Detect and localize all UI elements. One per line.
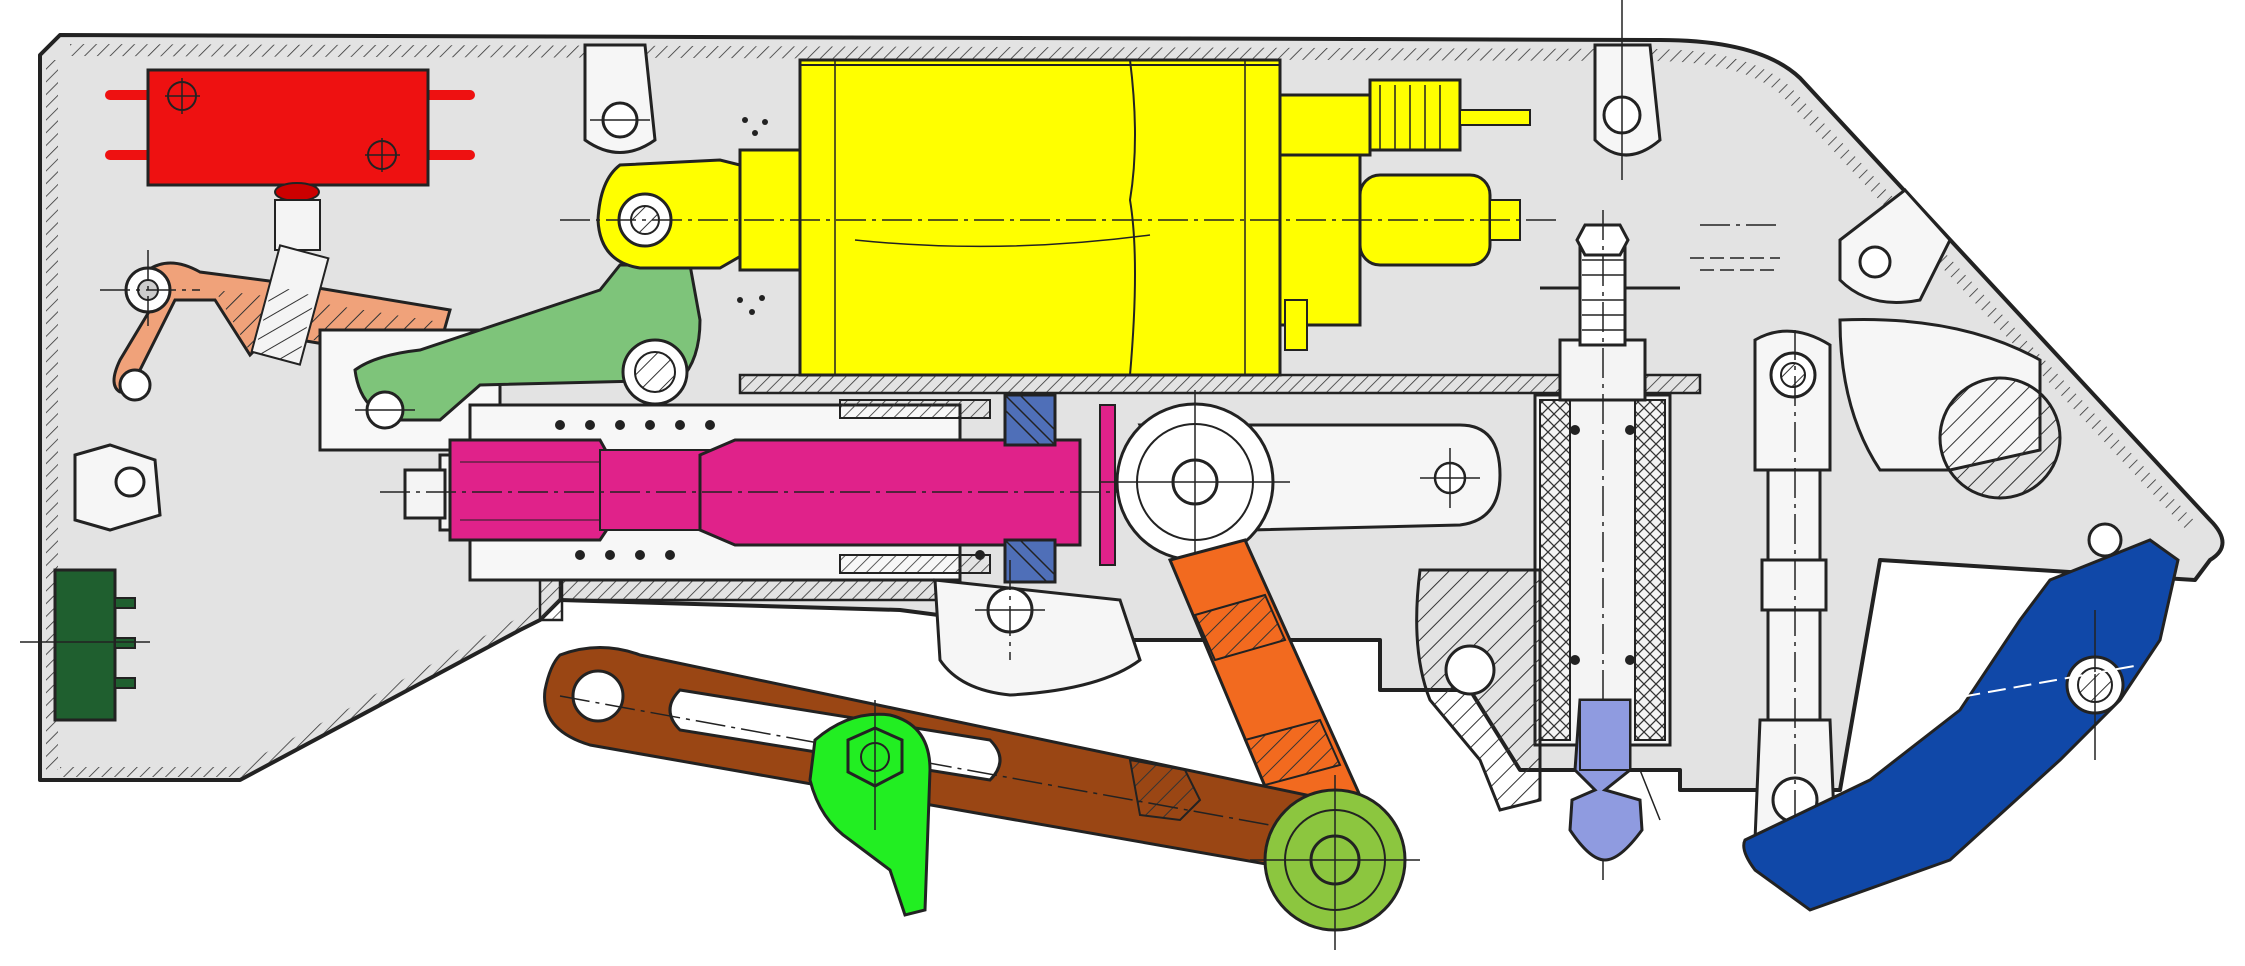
solenoid [560,58,1560,377]
tie-rod [1753,318,2062,870]
pawl [808,700,932,917]
brake-shoe [1742,522,2180,912]
mounting-lug-top-left [583,43,657,154]
roller [1250,775,1420,950]
centre-lines [100,224,1780,660]
microswitch [105,68,475,251]
mounting-lug-right [1838,187,1952,304]
mounting-lug-left [73,443,162,532]
stop-collar [1003,393,1057,584]
cast-block [1415,568,1542,812]
bearing-bracket [933,390,1502,697]
terminal-block [20,568,150,722]
plunger-assembly [380,399,1150,582]
bushing-assembly [1533,210,1780,880]
mounting-lug-top-right [1593,0,1662,180]
connecting-link [1167,538,1383,872]
